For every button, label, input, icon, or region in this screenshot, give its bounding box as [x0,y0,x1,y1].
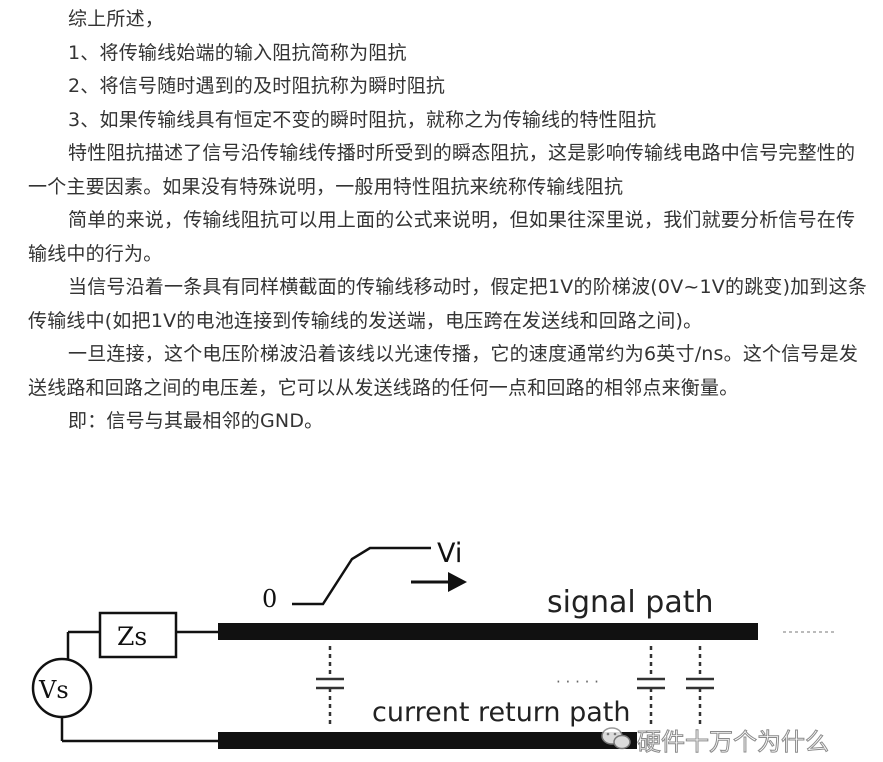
step-waveform: 0 [262,546,431,613]
paragraph-step-wave: 当信号沿着一条具有同样横截面的传输线移动时，假定把1V的阶梯波(0V~1V的跳变… [28,276,868,332]
paragraph-gnd: 即：信号与其最相邻的GND。 [68,410,324,432]
capacitor-2 [637,646,665,724]
zs-box [98,611,178,659]
return-path-label: current return path [372,697,631,728]
list-item-input-impedance: 1、将传输线始端的输入阻抗简称为阻抗 [68,41,407,64]
capacitor-1 [316,646,344,726]
wechat-icon [601,727,631,750]
watermark: 硬件十万个为什么 [601,727,830,757]
vs-label: Vs [38,676,69,704]
paragraph-propagation: 一旦连接，这个电压阶梯波沿着该线以光速传播，它的速度通常约为6英寸/ns。这个信… [28,343,859,399]
capacitor-3 [686,646,714,724]
list-item-instant-impedance: 2、将信号随时遇到的及时阻抗称为瞬时阻抗 [68,75,446,97]
paragraph-characteristic-impedance: 特性阻抗描述了信号沿传输线传播时所受到的瞬态阻抗，这是影响传输线电路中信号完整性… [28,142,856,198]
return-path-line [218,732,637,749]
article-body: 综上所述， 1、将传输线始端的输入阻抗简称为阻抗 2、将信号随时遇到的及时阻抗称… [28,0,874,439]
paragraph-simple-explanation: 简单的来说，传输线阻抗可以用上面的公式来说明，但如果往深里说，我们就要分析信号在… [28,209,856,265]
zs-label: Zs [117,622,147,651]
transmission-line-diagram: 0 Vi signal path Zs Vs current return pa… [0,512,883,762]
step-start-label: 0 [262,585,277,613]
capacitor-ellipsis: · · · · · [556,673,599,691]
signal-path-label: signal path [547,585,713,620]
vi-label: Vi [437,538,462,569]
signal-path-line [218,623,758,640]
list-item-characteristic-impedance: 3、如果传输线具有恒定不变的瞬时阻抗，就称之为传输线的特性阻抗 [68,108,657,131]
propagation-arrow [411,572,467,592]
watermark-text: 硬件十万个为什么 [637,728,829,756]
paragraph-summary: 综上所述， [68,8,165,30]
